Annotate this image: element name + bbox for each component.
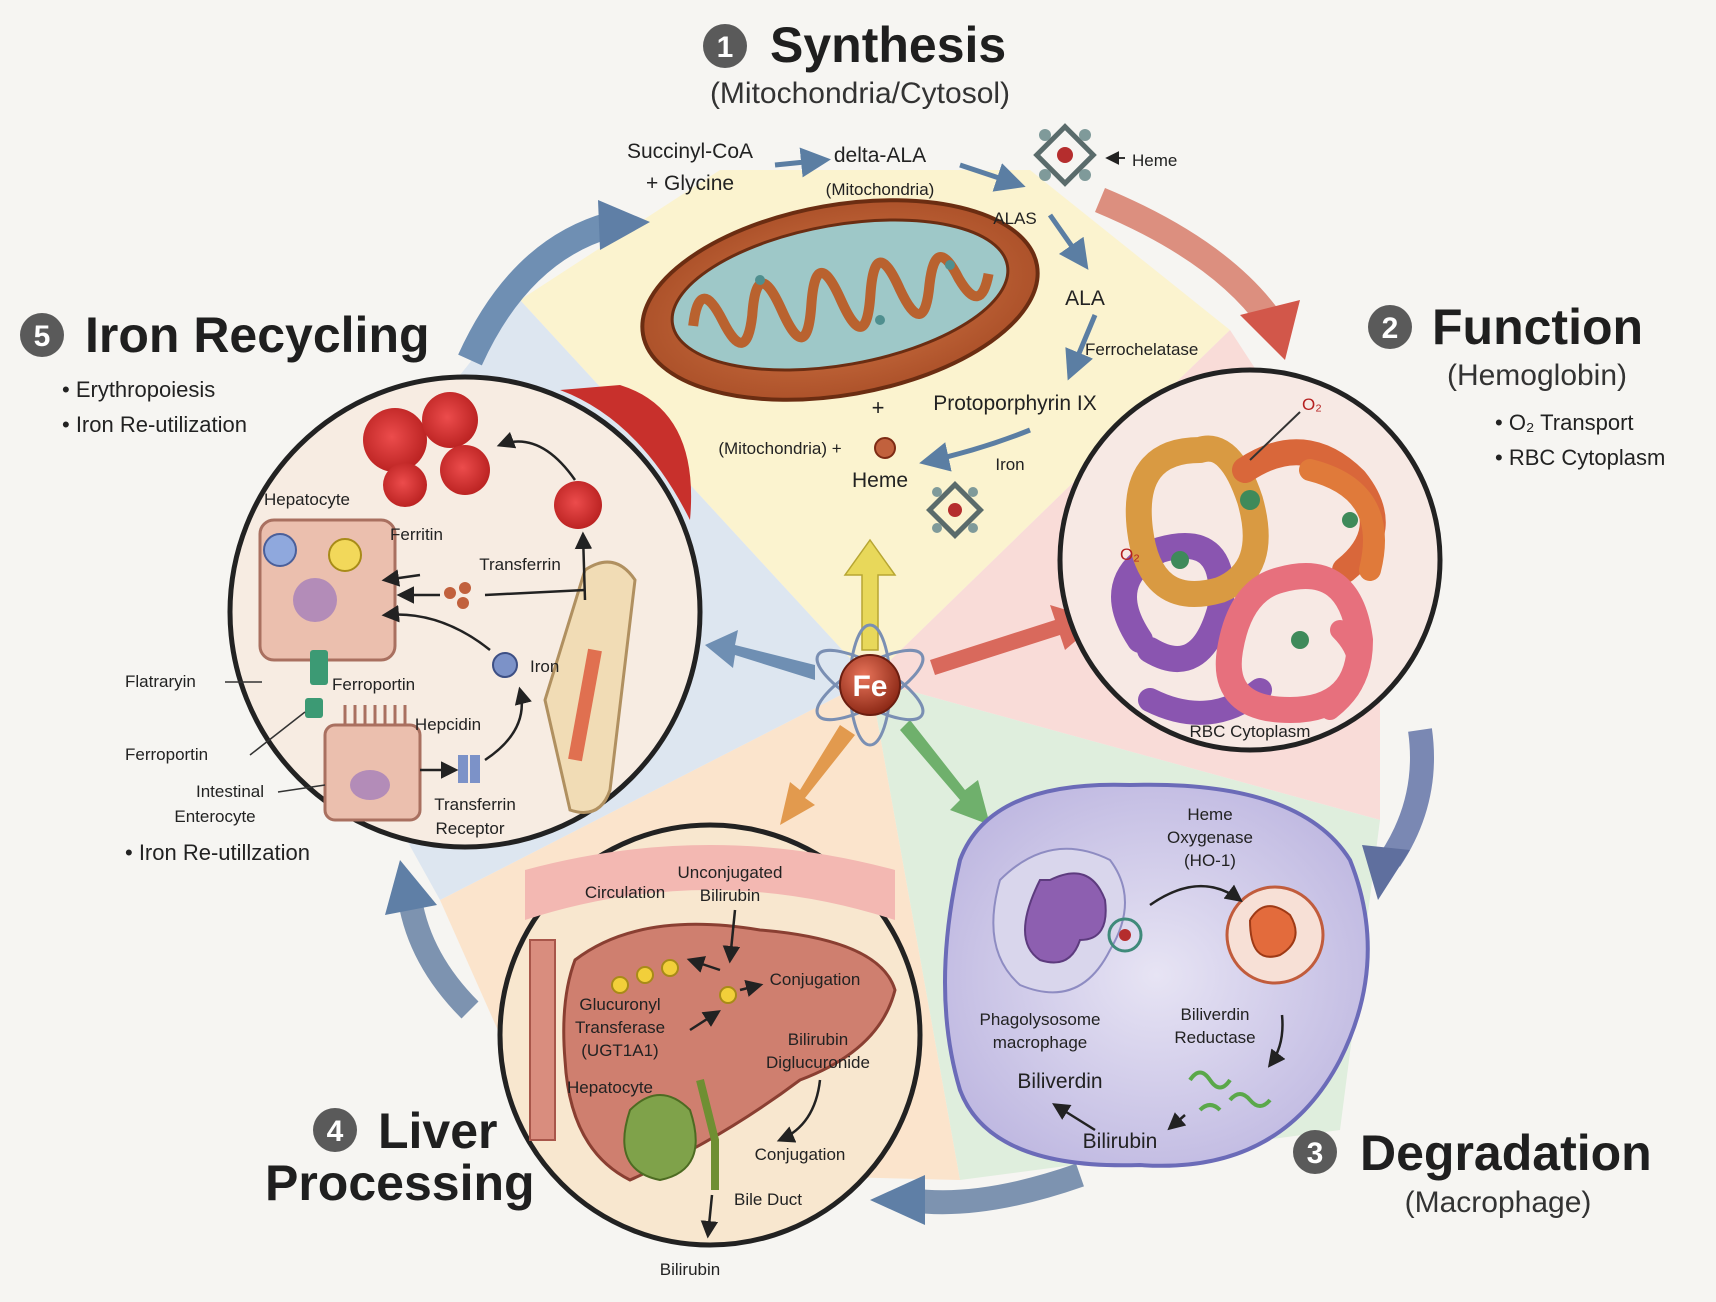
label-enterocyte-2: Enterocyte: [174, 807, 255, 826]
fe-label: Fe: [852, 670, 887, 703]
label-rbc-cytoplasm: RBC Cytoplasm: [1190, 722, 1311, 741]
label-iron-synthesis: Iron: [995, 455, 1024, 474]
label-unconjugated-1: Unconjugated: [678, 863, 783, 882]
ferroportin-channel-2: [305, 698, 323, 718]
label-glucuronyl-3: (UGT1A1): [581, 1041, 658, 1060]
label-alas: ALAS: [993, 209, 1036, 228]
label-glucuronyl-1: Glucuronyl: [579, 995, 660, 1014]
label-receptor-2: Receptor: [436, 819, 505, 838]
label-ferrochelatase: Ferrochelatase: [1085, 340, 1198, 359]
function-subtitle: (Hemoglobin): [1447, 359, 1627, 392]
arrowhead-to-liver: [870, 1175, 925, 1225]
recycling-bullet-2: • Iron Re-utilization: [62, 412, 247, 437]
label-ferroportin-inner: Ferroportin: [332, 675, 415, 694]
ferritin-yellow: [329, 539, 361, 571]
label-phagolysosome-2: macrophage: [993, 1033, 1088, 1052]
label-protoporphyrin: Protoporphyrin IX: [933, 392, 1096, 415]
function-number: 2: [1382, 312, 1399, 345]
label-biliverdin-reductase-2: Reductase: [1174, 1028, 1255, 1047]
degradation-subtitle: (Macrophage): [1405, 1186, 1592, 1219]
degradation-number: 3: [1307, 1137, 1324, 1170]
label-heme-oxygenase-1: Heme: [1187, 805, 1232, 824]
label-plus: +: [872, 395, 885, 420]
label-heme-top: Heme: [1132, 151, 1177, 170]
section-liver: Circulation Unconjugated Bilirubin Conju…: [265, 825, 920, 1279]
gallbladder: [624, 1095, 695, 1180]
synthesis-number: 1: [717, 31, 734, 64]
iron-atom-small: [875, 438, 895, 458]
iron-particle: [493, 653, 517, 677]
section-degradation: Heme Oxygenase (HO-1) Phagolysosome macr…: [945, 785, 1652, 1219]
recycling-title: Iron Recycling: [85, 307, 430, 363]
label-ala: ALA: [1065, 287, 1105, 310]
label-bilirubin-degradation: Bilirubin: [1083, 1130, 1158, 1153]
section-recycling: 5 Iron Recycling • Erythropoiesis • Iron…: [20, 307, 700, 865]
recycling-number: 5: [34, 320, 51, 353]
label-hepcidin: Hepcidin: [415, 715, 481, 734]
label-transferrin: Transferrin: [479, 555, 561, 574]
label-diglucuronide-1: Bilirubin: [788, 1030, 848, 1049]
recycling-bullet-1: • Erythropoiesis: [62, 377, 215, 402]
label-bilirubin-out: Bilirubin: [660, 1260, 720, 1279]
arrow-succinyl-to-ala: [775, 160, 825, 165]
label-succinyl-coa: Succinyl-CoA: [627, 140, 753, 163]
arrow-function-to-degradation: [1390, 730, 1422, 860]
label-ferroportin-outer: Ferroportin: [125, 745, 208, 764]
function-bullet-2: • RBC Cytoplasm: [1495, 445, 1665, 470]
liver-title-2: Processing: [265, 1155, 535, 1211]
label-heme-oxygenase-2: Oxygenase: [1167, 828, 1253, 847]
label-diglucuronide-2: Diglucuronide: [766, 1053, 870, 1072]
label-glycine: + Glycine: [646, 172, 734, 195]
label-ferritin: Ferritin: [390, 525, 443, 544]
label-heme: Heme: [852, 469, 908, 492]
ferritin-blue: [264, 534, 296, 566]
label-heme-oxygenase-3: (HO-1): [1184, 851, 1236, 870]
label-o2-top: O₂: [1302, 395, 1322, 414]
label-conjugation-bottom: Conjugation: [755, 1145, 846, 1164]
label-delta-ala: delta-ALA: [834, 144, 926, 167]
label-hepatocyte-liver: Hepatocyte: [567, 1078, 653, 1097]
liver-number: 4: [327, 1115, 344, 1148]
synthesis-title: Synthesis: [770, 17, 1006, 73]
enterocyte-nucleus: [350, 770, 390, 800]
liver-lobule-edge: [530, 940, 555, 1140]
label-mitochondria-plus: (Mitochondria) +: [718, 439, 841, 458]
label-biliverdin: Biliverdin: [1017, 1070, 1102, 1093]
heme-molecule-top: [1037, 127, 1094, 184]
label-biliverdin-reductase-1: Biliverdin: [1181, 1005, 1250, 1024]
function-bullet-1: • O₂ Transport: [1495, 410, 1634, 435]
label-phagolysosome-1: Phagolysosome: [980, 1010, 1101, 1029]
label-circulation: Circulation: [585, 883, 665, 902]
red-cell-contents: [1250, 906, 1296, 957]
ferroportin-channel: [310, 650, 328, 685]
label-o2-left: O₂: [1120, 545, 1140, 564]
label-hepatocyte-recycling: Hepatocyte: [264, 490, 350, 509]
label-enterocyte-1: Intestinal: [196, 782, 264, 801]
degradation-title: Degradation: [1360, 1125, 1652, 1181]
label-unconjugated-2: Bilirubin: [700, 886, 760, 905]
microvilli: [345, 705, 405, 725]
label-conjugation-top: Conjugation: [770, 970, 861, 989]
label-receptor-1: Transferrin: [434, 795, 516, 814]
label-iron-recycling: Iron: [530, 657, 559, 676]
liver-title-1: Liver: [378, 1103, 498, 1159]
recycling-bottom-bullet: • Iron Re-utillzation: [125, 840, 310, 865]
label-flatraryin: Flatraryin: [125, 672, 196, 691]
synthesis-subtitle: (Mitochondria/Cytosol): [710, 77, 1010, 110]
function-title: Function: [1432, 299, 1643, 355]
label-bile-duct: Bile Duct: [734, 1190, 802, 1209]
hepatocyte-nucleus: [293, 578, 337, 622]
label-mitochondria-note: (Mitochondria): [826, 180, 935, 199]
label-glucuronyl-2: Transferase: [575, 1018, 665, 1037]
macrophage-cell: [945, 785, 1368, 1166]
